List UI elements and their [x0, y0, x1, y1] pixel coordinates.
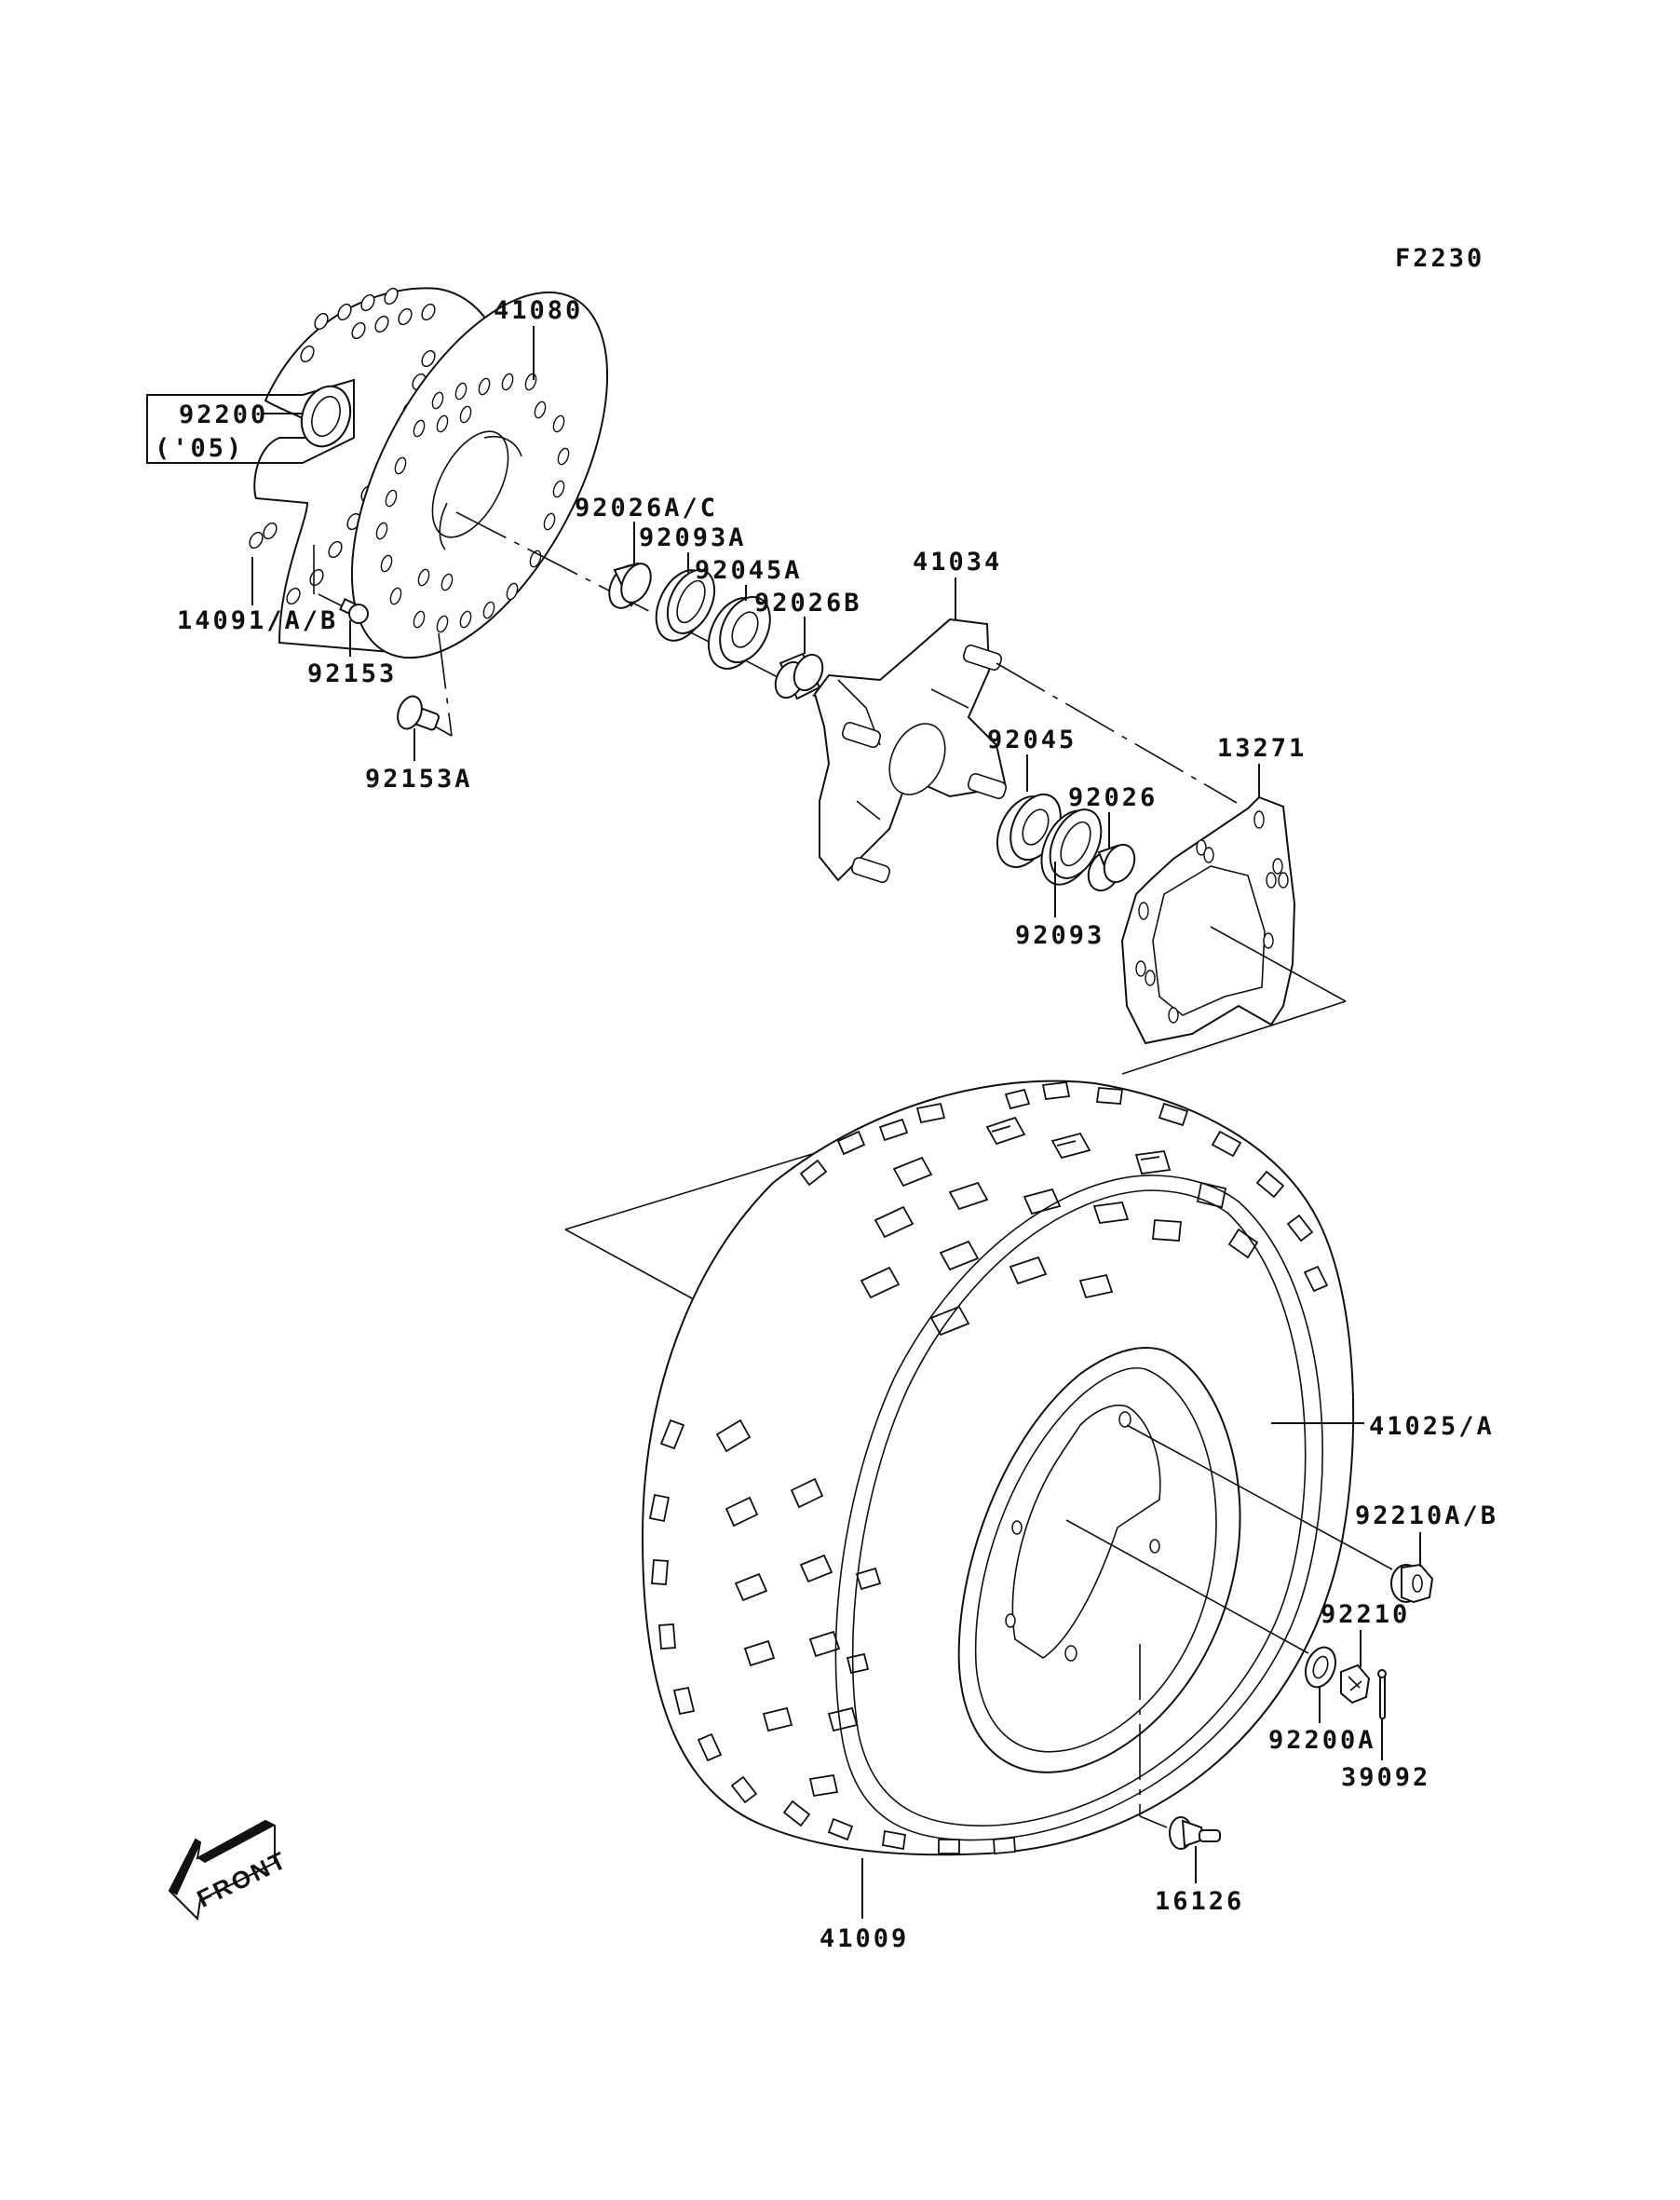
callout-92200-note: ('05) — [155, 434, 244, 463]
ball-bearing-92045A — [707, 595, 771, 670]
callout-92153[interactable]: 92153 — [307, 659, 397, 688]
bolt-92153 — [339, 598, 369, 624]
callout-92045[interactable]: 92045 — [987, 726, 1077, 754]
callout-41080[interactable]: 41080 — [494, 296, 583, 325]
spacer-92026B — [774, 652, 824, 700]
callout-41009[interactable]: 41009 — [820, 1924, 909, 1953]
callout-13271[interactable]: 13271 — [1217, 734, 1307, 763]
spacer-92026 — [1087, 843, 1136, 892]
guard-plate-13271 — [1120, 795, 1296, 1045]
spacer-collar-92026A — [608, 562, 652, 609]
callout-41034[interactable]: 41034 — [913, 548, 1002, 577]
callout-92200A[interactable]: 92200A — [1268, 1726, 1376, 1755]
callout-41025[interactable]: 41025/A — [1369, 1412, 1495, 1441]
front-direction-arrow: FRONT — [168, 1819, 292, 1922]
valve-stem-16126 — [1169, 1816, 1221, 1850]
callout-92026A-C[interactable]: 92026A/C — [575, 494, 718, 523]
castle-nut-92210 — [1340, 1664, 1371, 1704]
callout-39092[interactable]: 39092 — [1341, 1763, 1430, 1792]
callout-14091[interactable]: 14091/A/B — [177, 606, 338, 635]
callout-92026B[interactable]: 92026B — [754, 589, 862, 618]
wheel-nut-92210A — [1390, 1563, 1434, 1604]
wheel-hub-41034 — [813, 618, 1008, 883]
bolt-92153A — [397, 695, 440, 731]
callout-92045A[interactable]: 92045A — [695, 556, 803, 585]
callout-92200[interactable]: 92200 — [179, 401, 268, 429]
callout-92210[interactable]: 92210 — [1321, 1600, 1410, 1629]
callout-92153A[interactable]: 92153A — [365, 765, 473, 794]
callout-92093[interactable]: 92093 — [1015, 921, 1104, 950]
brake-disc-41080 — [350, 291, 609, 659]
cotter-pin-39092 — [1377, 1669, 1387, 1719]
callout-16126[interactable]: 16126 — [1155, 1887, 1244, 1916]
callout-92026[interactable]: 92026 — [1068, 783, 1158, 812]
wheel-rim-41025 — [957, 1347, 1241, 1773]
figure-code: F2230 — [1395, 244, 1484, 273]
hub-stud — [841, 645, 1008, 883]
oil-seal-92093A — [655, 569, 716, 642]
callout-92093A[interactable]: 92093A — [639, 523, 747, 552]
washer-92200A — [1305, 1646, 1336, 1689]
callout-92210A-B[interactable]: 92210A/B — [1355, 1501, 1498, 1530]
